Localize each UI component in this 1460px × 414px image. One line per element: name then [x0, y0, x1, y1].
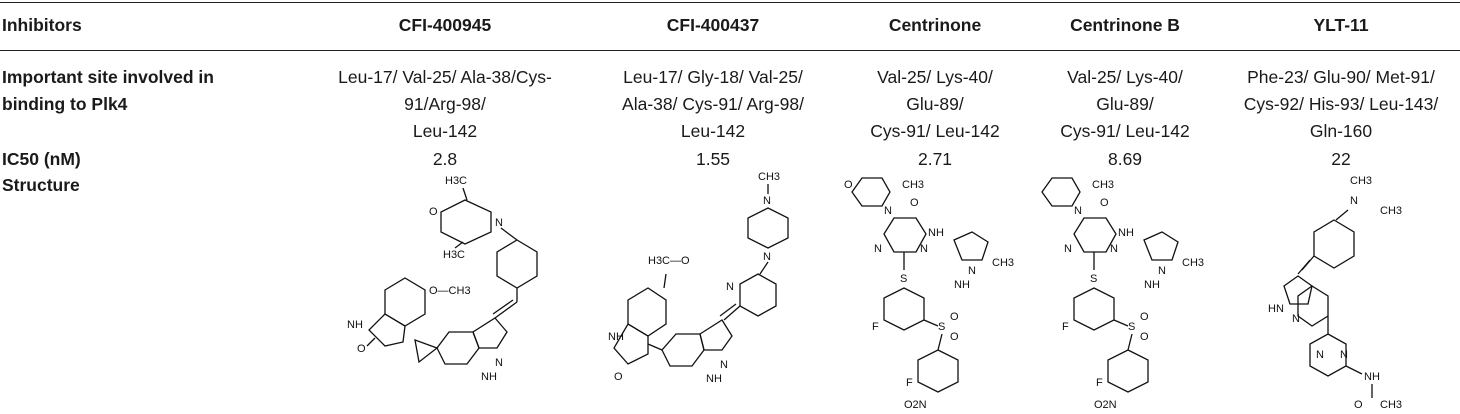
svg-text:NH: NH: [706, 373, 722, 385]
svg-text:O: O: [950, 331, 959, 343]
svg-text:H3C—O: H3C—O: [648, 255, 690, 267]
svg-text:N: N: [968, 265, 976, 277]
svg-text:NH: NH: [347, 319, 363, 331]
header-inhibitors: Inhibitors: [2, 15, 82, 35]
site-cfi-400945-line2: 91/Arg-98/: [404, 94, 486, 114]
site-cfi-400945-line3: Leu-142: [412, 121, 478, 141]
svg-text:CH3: CH3: [902, 179, 924, 191]
svg-text:F: F: [872, 321, 879, 333]
ic50-centrinone: 2.71: [917, 149, 953, 169]
row-label-ic50: IC50 (nM): [2, 149, 81, 169]
svg-text:O: O: [1140, 331, 1149, 343]
svg-text:N: N: [495, 357, 503, 369]
svg-text:N: N: [1350, 195, 1358, 207]
svg-text:CH3: CH3: [1350, 175, 1372, 187]
ic50-centrinone-b: 8.69: [1107, 149, 1143, 169]
site-cfi-400945-line1: Leu-17/ Val-25/ Ala-38/Cys-: [338, 67, 552, 87]
svg-text:NH: NH: [928, 227, 944, 239]
svg-text:NH: NH: [1144, 279, 1160, 291]
svg-text:N: N: [726, 281, 734, 293]
svg-text:O: O: [614, 371, 623, 383]
svg-text:N: N: [920, 243, 928, 255]
svg-text:F: F: [1062, 321, 1069, 333]
site-cfi-400437-line2: Ala-38/ Cys-91/ Arg-98/: [622, 94, 804, 114]
svg-text:N: N: [1340, 349, 1348, 361]
structure-cfi-400945: H3C O N H3C N NH O—CH3 NH O: [347, 175, 538, 383]
svg-text:O: O: [910, 197, 919, 209]
svg-text:H3C: H3C: [445, 175, 467, 187]
svg-text:CH3: CH3: [1380, 205, 1402, 217]
site-ylt-11-line1: Phe-23/ Glu-90/ Met-91/: [1247, 67, 1435, 87]
ic50-cfi-400437: 1.55: [695, 149, 731, 169]
col-header-cfi-400437: CFI-400437: [666, 15, 760, 35]
ic50-ylt-11: 22: [1331, 149, 1351, 169]
svg-text:N: N: [1292, 313, 1300, 325]
site-centrinone-line1: Val-25/ Lys-40/: [877, 67, 993, 87]
svg-text:S: S: [938, 321, 945, 333]
svg-text:O: O: [1354, 399, 1363, 411]
svg-text:N: N: [1074, 205, 1082, 217]
svg-text:N: N: [763, 195, 771, 207]
col-header-ylt-11: YLT-11: [1313, 15, 1369, 35]
structure-cfi-400437: CH3 N N N N NH H3C—O NH O: [608, 171, 789, 385]
svg-text:O2N: O2N: [904, 399, 927, 411]
svg-text:F: F: [1096, 377, 1103, 389]
svg-text:NH: NH: [481, 371, 497, 383]
svg-text:N: N: [763, 251, 771, 263]
svg-text:O: O: [844, 179, 853, 191]
ic50-cfi-400945: 2.8: [432, 149, 458, 169]
top-rule: [0, 2, 1460, 3]
svg-text:O2N: O2N: [1094, 399, 1117, 411]
svg-text:O: O: [429, 206, 438, 218]
svg-text:NH: NH: [1364, 371, 1380, 383]
svg-text:N: N: [1316, 349, 1324, 361]
structure-centrinone-b: N CH3 O N N NH N NH CH3 S F S O O F O2N: [1041, 177, 1204, 411]
site-centrinone-line3: Cys-91/ Leu-142: [870, 121, 1000, 141]
header-rule: [0, 50, 1460, 51]
site-centrinone-b-line1: Val-25/ Lys-40/: [1067, 67, 1183, 87]
col-header-centrinone-b: Centrinone B: [1070, 15, 1180, 35]
site-cfi-400437-line3: Leu-142: [680, 121, 746, 141]
svg-text:N: N: [884, 205, 892, 217]
svg-text:O: O: [1140, 311, 1149, 323]
col-header-cfi-400945: CFI-400945: [398, 15, 492, 35]
svg-text:N: N: [1110, 243, 1118, 255]
svg-text:O: O: [357, 343, 366, 355]
row-label-binding-sites-line1: Important site involved in: [2, 67, 214, 87]
site-cfi-400437-line1: Leu-17/ Gly-18/ Val-25/: [623, 67, 803, 87]
svg-text:H3C: H3C: [443, 249, 465, 261]
site-ylt-11-line2: Cys-92/ His-93/ Leu-143/: [1243, 94, 1439, 114]
row-label-binding-sites-line2: binding to Plk4: [2, 94, 128, 114]
site-centrinone-b-line2: Glu-89/: [1096, 94, 1154, 114]
svg-text:N: N: [1064, 243, 1072, 255]
svg-text:CH3: CH3: [1380, 399, 1402, 411]
svg-text:NH: NH: [1118, 227, 1134, 239]
svg-text:O: O: [950, 311, 959, 323]
svg-text:N: N: [1158, 265, 1166, 277]
row-label-structure: Structure: [2, 175, 80, 195]
svg-text:F: F: [906, 377, 913, 389]
svg-text:CH3: CH3: [1092, 179, 1114, 191]
svg-text:NH: NH: [954, 279, 970, 291]
svg-text:CH3: CH3: [758, 171, 780, 183]
svg-text:CH3: CH3: [1182, 257, 1204, 269]
svg-text:O—CH3: O—CH3: [429, 285, 471, 297]
site-ylt-11-line3: Gln-160: [1309, 121, 1373, 141]
svg-text:NH: NH: [608, 331, 624, 343]
svg-text:S: S: [1128, 321, 1135, 333]
svg-text:CH3: CH3: [992, 257, 1014, 269]
structure-ylt-11: CH3 N CH3 N HN N N NH O CH3: [1268, 175, 1402, 411]
site-centrinone-line2: Glu-89/: [906, 94, 964, 114]
svg-text:N: N: [720, 359, 728, 371]
structure-centrinone: O N CH3 O N N NH N NH CH3 S F S O O F O2…: [844, 177, 1014, 411]
svg-text:S: S: [1090, 273, 1097, 285]
svg-text:S: S: [900, 273, 907, 285]
site-centrinone-b-line3: Cys-91/ Leu-142: [1060, 121, 1190, 141]
svg-text:N: N: [874, 243, 882, 255]
svg-text:HN: HN: [1268, 303, 1284, 315]
col-header-centrinone: Centrinone: [888, 15, 982, 35]
svg-text:O: O: [1100, 197, 1109, 209]
svg-text:N: N: [495, 217, 503, 229]
